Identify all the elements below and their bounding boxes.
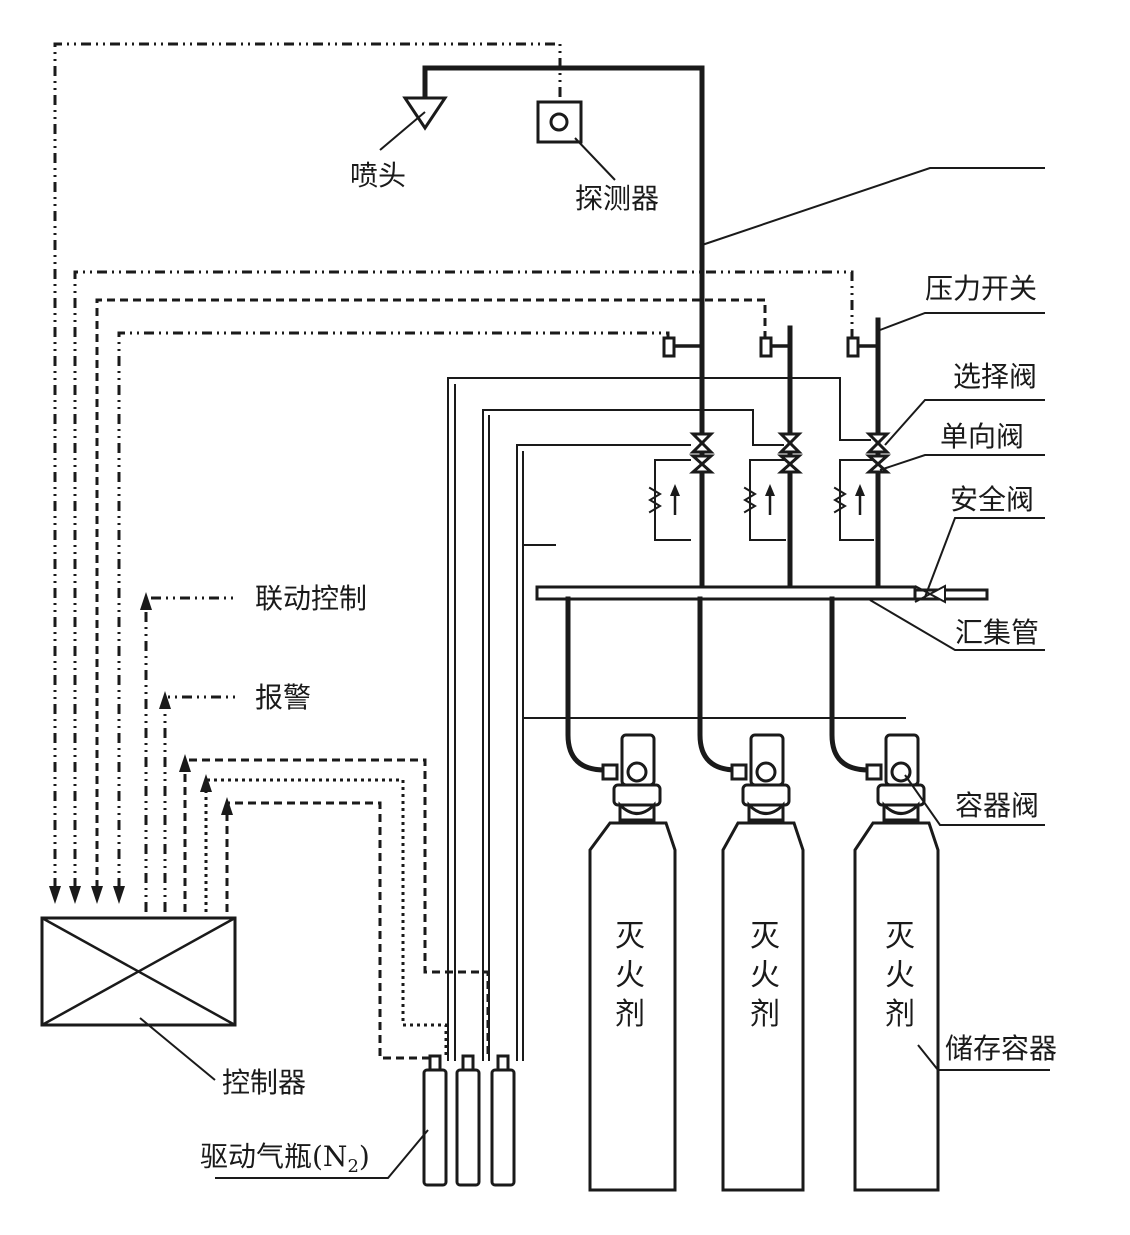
label-controller: 控制器 [222,1066,306,1099]
label-alarm: 报警 [255,681,311,714]
detector-signal-line [53,42,562,888]
drive-signal-line-2 [204,778,448,1055]
label-storage-container: 储存容器 [945,1032,1057,1065]
linkage-control-line [144,596,238,912]
label-pressure-switch: 压力开关 [925,272,1037,305]
label-container-valve: 容器阀 [955,789,1039,822]
labels: 喷头 探测器 压力开关 选择阀 单向阀 安全阀 汇集管 容器阀 储存容器 联动控… [200,159,1057,1177]
alarm-line [163,695,238,912]
selector-valves [689,432,891,474]
safety-valve-icon [914,584,946,604]
cylinder-2-char-2: 火 [750,958,780,993]
arrow-up-drive-1 [179,754,191,772]
cylinder-3-char-3: 剂 [885,997,915,1032]
container-feed-pipes [565,596,872,773]
arrow-up-drive-2 [200,774,212,792]
storage-cylinder-1: 灭 火 剂 [588,733,677,1192]
cylinder-1-char-2: 火 [615,958,645,993]
cylinder-3-char-1: 灭 [885,919,915,954]
arrow-down-4 [113,886,125,904]
label-linkage-control: 联动控制 [255,582,367,615]
pressure-switch-2-icon [759,336,773,358]
drive-signal-line-3 [225,801,433,1060]
pressure-switch-signal-line-1 [117,331,670,888]
storage-cylinder-3: 灭 火 剂 [853,733,940,1192]
nozzle-pipe [402,65,705,593]
cylinder-1-char-3: 剂 [615,997,645,1032]
arrow-up-alarm [159,691,171,709]
check-valve-loops [648,459,874,541]
label-detector: 探测器 [575,182,659,215]
arrow-down-1 [49,886,61,904]
label-safety-valve: 安全阀 [950,483,1034,516]
label-nozzle: 喷头 [350,159,406,192]
controller [40,916,237,1027]
pressure-switch-1-icon [662,336,676,358]
cylinder-1-char-1: 灭 [615,919,645,954]
pressure-switch-3-icon [846,336,860,358]
arrow-up-drive-3 [221,797,233,815]
label-drive-cylinder: 驱动气瓶(N2) [200,1140,370,1177]
detector [536,100,583,144]
manifold [535,584,989,604]
label-manifold: 汇集管 [955,616,1039,649]
pressure-switch-signal-line-3 [73,270,854,888]
pressure-switch-signal-line-2 [95,298,767,888]
cylinder-3-char-2: 火 [885,958,915,993]
label-selector-valve: 选择阀 [953,360,1037,393]
storage-cylinder-2: 灭 火 剂 [721,733,805,1192]
drive-cylinders [422,1054,516,1187]
arrow-up-linkage [140,592,152,610]
arrow-down-2 [69,886,81,904]
arrow-down-3 [91,886,103,904]
cylinder-2-char-1: 灭 [750,919,780,954]
drive-gas-tubes [447,377,906,1061]
label-check-valve: 单向阀 [940,420,1024,453]
leader-lines [139,111,1050,1179]
cylinder-2-char-3: 剂 [750,997,780,1032]
